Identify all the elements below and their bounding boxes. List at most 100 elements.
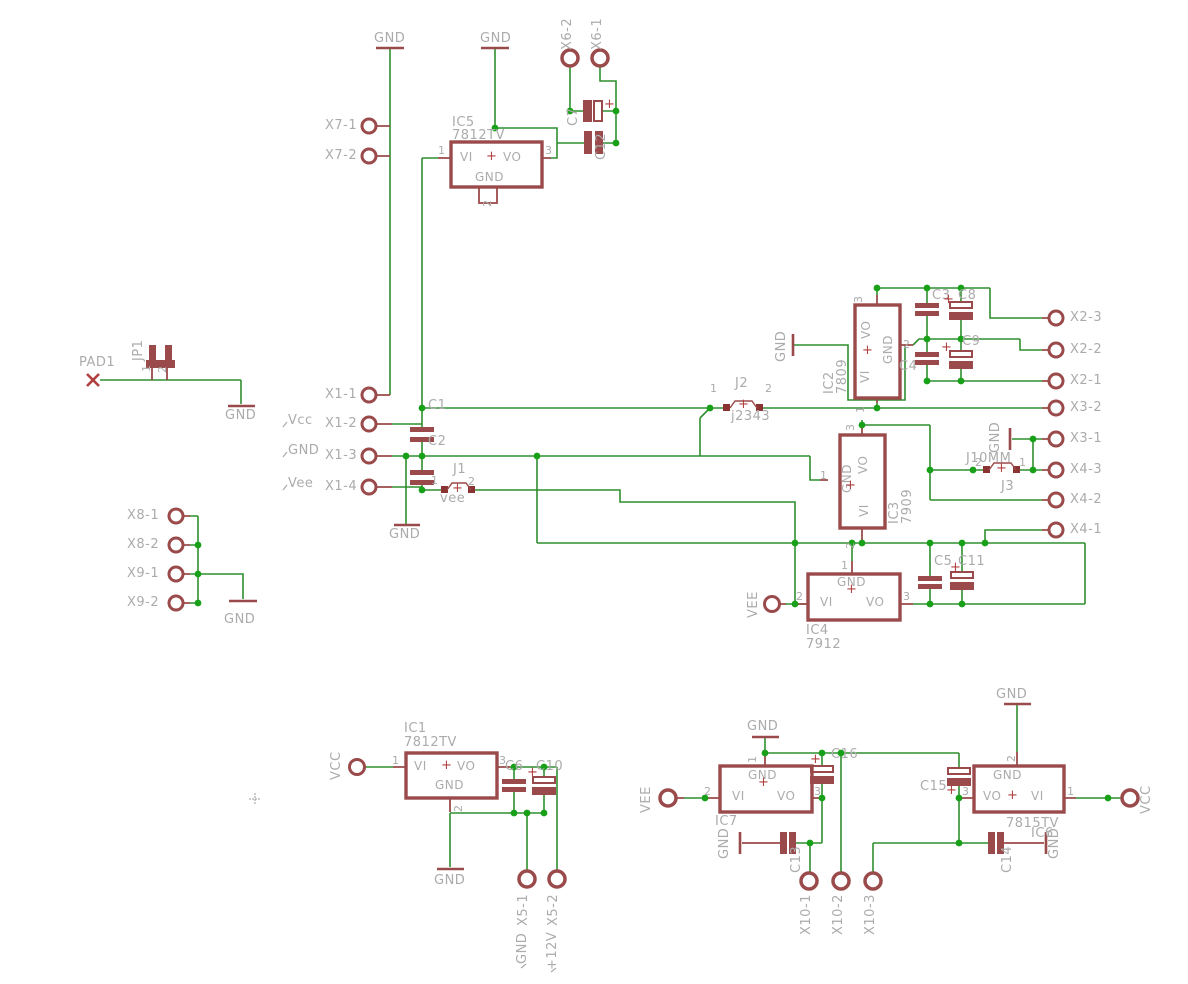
c9-polarity-mark: + [941,340,952,355]
j2-pin1-number: 1 [710,382,718,395]
pad-x5-2 [547,869,567,889]
j1-value: vee [440,491,466,506]
pad-label-x2-2: X2-2 [1070,342,1103,357]
ic5-pin1-number: 1 [438,144,446,157]
pad-label-x9-1: X9-1 [127,566,160,581]
ic6-pin3-number: 3 [962,785,970,798]
jp1-pin2-number: 2 [156,365,169,374]
pad-label-x1-1: X1-1 [325,387,358,402]
ic2-pin1-number: 1 [854,405,867,414]
pad-label-x5-2: X5-2 [546,893,561,926]
ic6-body [972,764,1066,814]
label-flags [282,421,557,973]
pad-x2-3 [1047,309,1065,327]
cap-label-c5: C5 [934,554,953,569]
net-label-gnd: GND [996,687,1028,702]
capacitor-c11 [950,571,974,590]
ic4-pin-gnd: GND [837,575,867,589]
pad-vee-ic7 [658,788,678,808]
pad-label-x6-2: X6-2 [560,17,575,50]
ic7-pin1-number: 1 [746,755,759,764]
gnd-symbols[interactable] [228,46,1048,871]
ic2-value: 7809 [835,358,850,394]
pad-label-x4-3: X4-3 [1070,462,1103,477]
pad-label-x3-1: X3-1 [1070,431,1103,446]
net-label-vee: VEE [639,786,654,813]
ic5-tab-pad [478,186,498,204]
pad-label-x3-2: X3-2 [1070,400,1103,415]
pad-label-x2-3: X2-3 [1070,310,1103,325]
ic3-pin2-number: 2 [844,541,857,550]
capacitor-c14 [988,832,1004,854]
ic5-pin3-number: 3 [545,144,553,157]
connector-pads[interactable] [167,48,1140,891]
net-label-vcc: VCC [1139,785,1154,814]
pad-label-x1-2: X1-2 [325,416,358,431]
ic4-pin-vo: VO [866,595,885,609]
jumper-j1 [441,482,475,493]
j1-name: J1 [453,462,467,477]
pad-x1-1 [360,386,378,404]
ic5-pin-vi: VI [460,150,473,164]
pad-x6-2 [560,48,580,68]
jumpers-graphics[interactable] [146,345,1020,493]
ic7-pin3-number: 3 [814,785,822,798]
ic4-value: 7912 [806,637,842,652]
ic1-pin2-number: 2 [452,804,465,813]
net-label-gnd: GND [374,31,406,46]
c16-polarity-mark: + [810,752,821,767]
pad-x10-3 [863,871,883,891]
pad-x1-3 [360,447,378,465]
ic1-plus: + [441,758,452,773]
net-label-vcc: VCC [329,751,344,780]
capacitor-c2 [410,470,434,485]
net-label-gnd: GND [225,408,257,423]
capacitor-c7 [583,100,603,122]
ic7-plus: + [758,775,769,790]
ic6-value: 7815TV [1006,816,1059,831]
cap-label-c16: C16 [831,747,859,762]
jumper-j3 [983,462,1020,473]
j3-plus: + [996,461,1007,476]
ic4-pin3-number: 3 [903,590,911,603]
ic3-pin-vo: VO [856,455,870,474]
ic3-pin-vi: VI [857,504,871,517]
cap-label-c15: C15 [920,779,948,794]
pad-label-x10-1: X10-1 [799,894,814,935]
ic2-pin-gnd: GND [881,334,895,364]
ic3-pin3-number: 3 [844,423,857,432]
ic2-pin-vo: VO [859,320,873,339]
ic-bodies[interactable] [404,140,1066,814]
ic2-pin3-number: 3 [852,295,865,304]
pad-x8-1 [167,507,185,525]
pad-label-x6-1: X6-1 [590,17,605,50]
capacitor-c3 [915,303,939,316]
pad-x10-2 [831,871,851,891]
j1-pin2-number: 2 [468,475,476,488]
net-label-vee: VEE [746,591,761,618]
ic6-pin-vo: VO [983,789,1002,803]
c15-polarity-mark: + [946,783,957,798]
pad-x9-1 [167,565,185,583]
j2-plus: + [738,397,749,412]
pad1-mark[interactable] [86,373,100,387]
ic6-pin2-number: 2 [1005,754,1018,763]
capacitor-c15 [947,767,971,786]
pad-vcc-ic6 [1120,788,1140,808]
ic5-pin-vo: VO [503,150,522,164]
jumper-jp1 [146,345,175,368]
net-label-vcc: Vcc [288,413,313,428]
pad-vee-ic4 [763,595,781,613]
net-label-plus12v: +12V [545,931,560,970]
capacitors[interactable] [410,100,1004,854]
ic5-pin2-number: 2 [481,199,494,208]
jp1-name: JP1 [131,339,146,361]
cap-label-c12: C12 [594,132,609,160]
pad-label-x7-2: X7-2 [325,148,358,163]
pad-x6-1 [590,48,610,68]
ic7-name: IC7 [715,814,738,829]
j1-pin1-number: 1 [431,474,439,487]
j1-plus: + [452,481,463,496]
ic7-pin-vi: VI [732,789,745,803]
